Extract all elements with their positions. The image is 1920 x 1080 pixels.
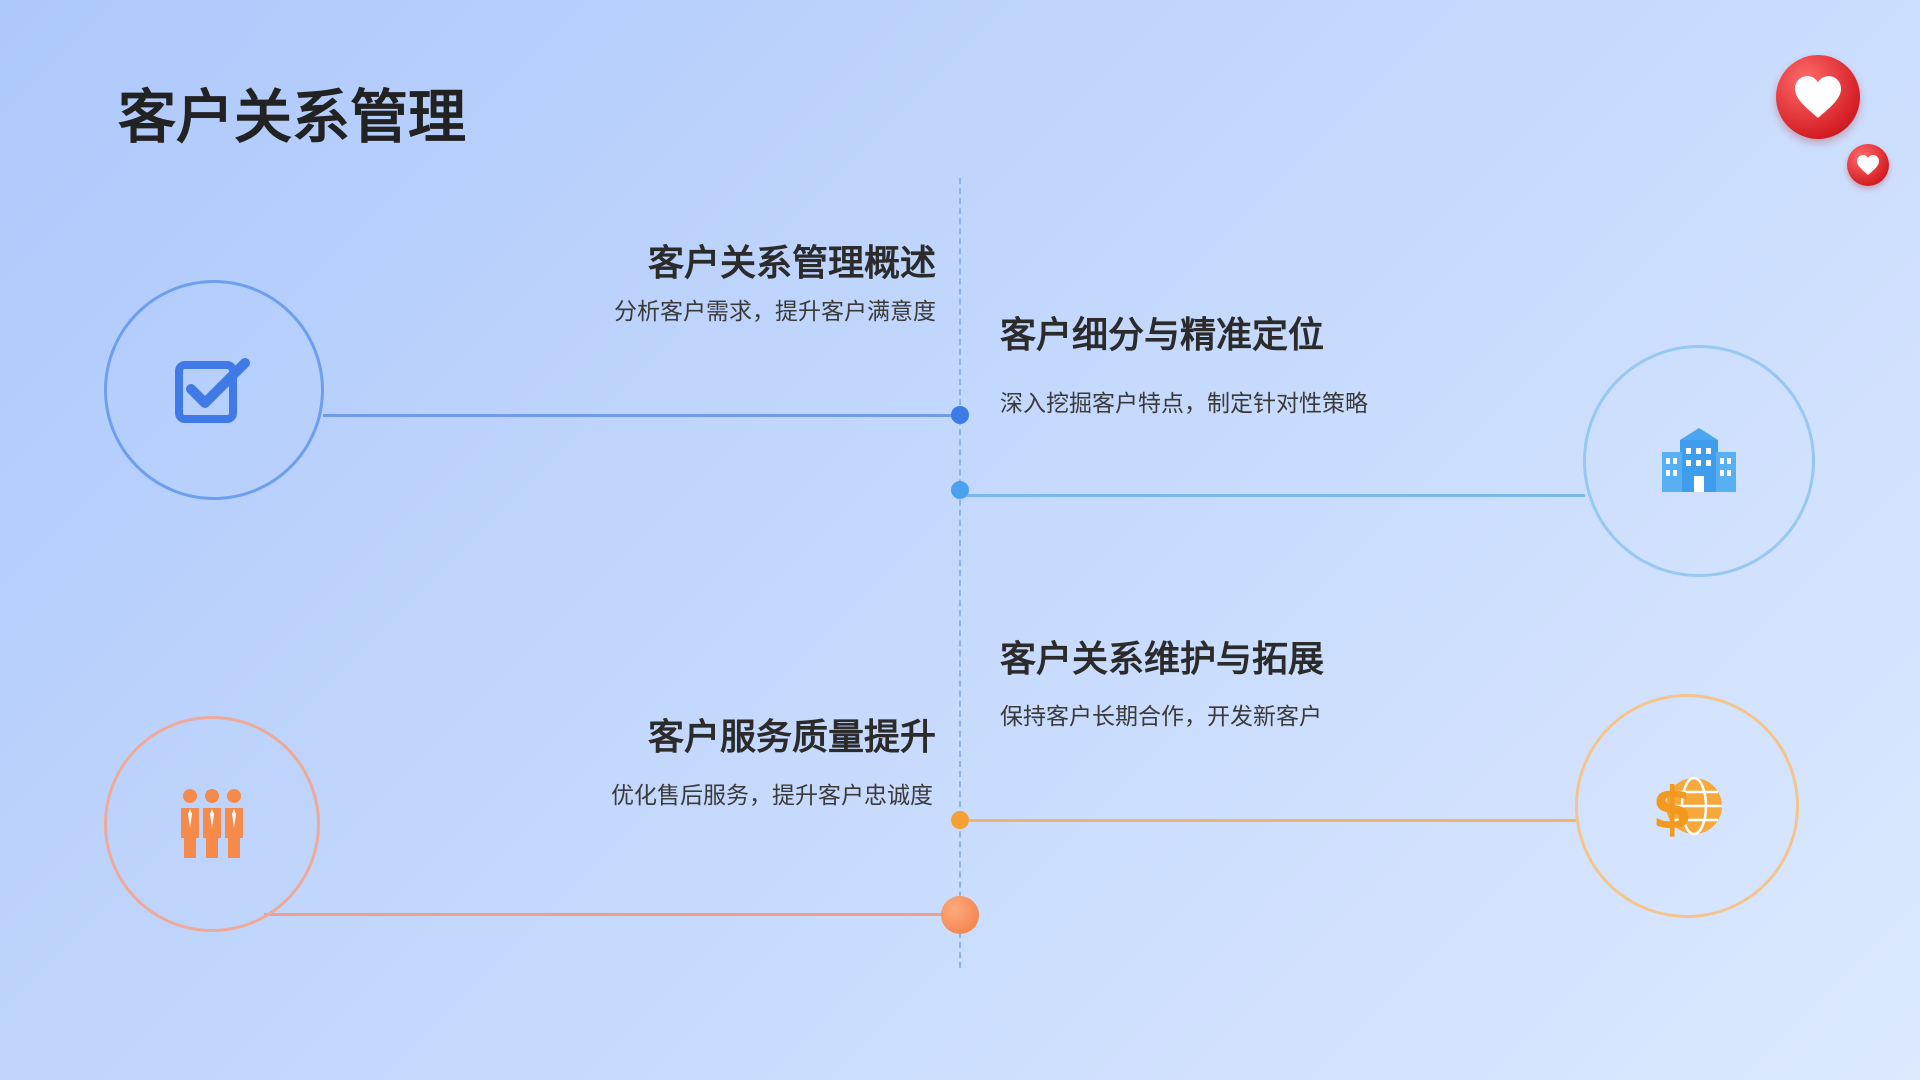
- icon-circle-4: [104, 716, 320, 932]
- checkbox-icon: [175, 358, 250, 423]
- item-title-2: 客户细分与精准定位: [1000, 315, 1325, 356]
- item-title-4: 客户服务质量提升: [647, 717, 936, 758]
- item-title-1: 客户关系管理概述: [647, 243, 936, 284]
- timeline-dot-2: [951, 481, 969, 499]
- connector-line-2: [960, 494, 1585, 497]
- team-icon: [181, 789, 243, 858]
- heart-icon: [1857, 155, 1879, 175]
- timeline-dot-1: [951, 406, 969, 424]
- connector-line-3: [960, 819, 1577, 822]
- dollar-globe-icon: $: [1652, 774, 1722, 842]
- building-icon: [1662, 428, 1736, 492]
- timeline-dot-4: [941, 896, 979, 934]
- timeline-dot-3: [951, 811, 969, 829]
- heart-badge-small: [1847, 144, 1889, 186]
- icon-circle-3: $: [1575, 694, 1799, 918]
- item-desc-1: 分析客户需求，提升客户满意度: [614, 299, 936, 325]
- timeline-axis: [959, 178, 961, 968]
- item-desc-2: 深入挖掘客户特点，制定针对性策略: [1000, 391, 1368, 417]
- connector-line-4: [264, 913, 960, 916]
- item-desc-4: 优化售后服务，提升客户忠诚度: [611, 783, 933, 809]
- svg-text:$: $: [1652, 774, 1692, 842]
- icon-circle-1: [104, 280, 324, 500]
- item-title-3: 客户关系维护与拓展: [1000, 639, 1325, 680]
- page-title: 客户关系管理: [118, 83, 467, 151]
- icon-circle-2: [1583, 345, 1815, 577]
- connector-line-1: [323, 414, 959, 417]
- heart-icon: [1795, 76, 1841, 118]
- heart-badge-large: [1776, 55, 1860, 139]
- item-desc-3: 保持客户长期合作，开发新客户: [1000, 704, 1322, 730]
